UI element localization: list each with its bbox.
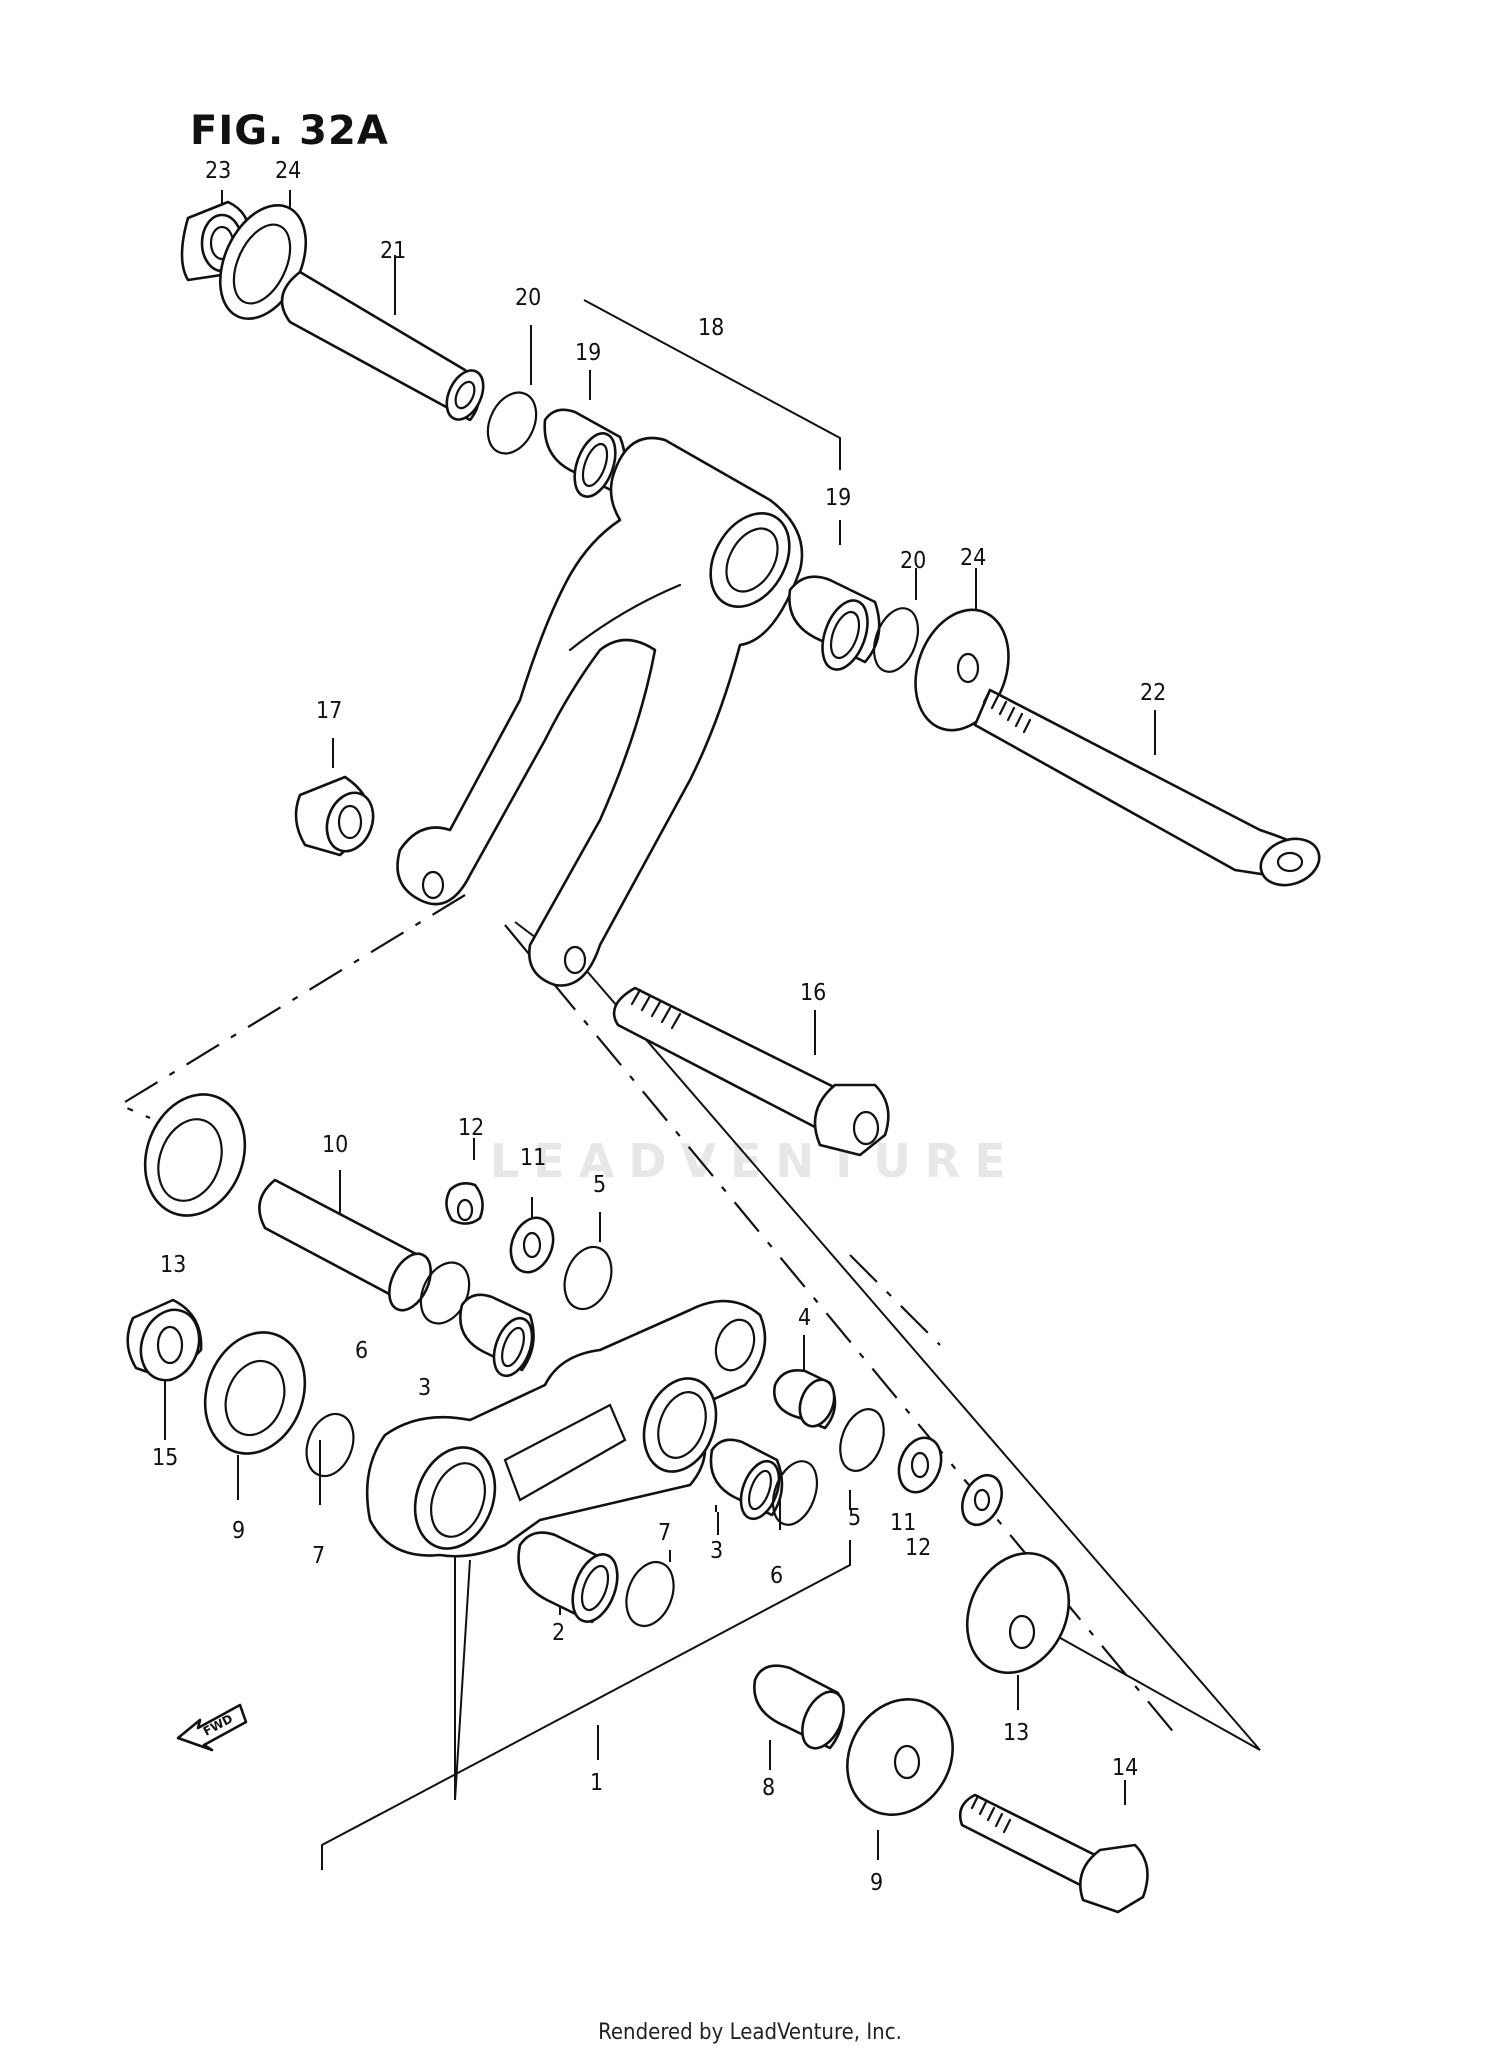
part-3-bearing-lower <box>709 1438 784 1521</box>
callout-3: 3 <box>418 1375 431 1401</box>
figure-title: FIG. 32A <box>190 108 389 154</box>
callout-1: 1 <box>590 1770 603 1796</box>
part-19-bearing-right <box>788 575 881 671</box>
callout-6: 6 <box>770 1563 783 1589</box>
part-6-ring-lower <box>771 1460 819 1526</box>
leader-lines <box>164 190 1261 1870</box>
part-13-washer-right <box>965 1551 1071 1675</box>
callout-5: 5 <box>848 1505 861 1531</box>
callout-7: 7 <box>658 1520 671 1546</box>
fwd-arrow-icon: FWD <box>176 1703 248 1752</box>
part-22-bolt <box>973 688 1321 887</box>
part-20-ring-left <box>486 391 538 455</box>
callout-24: 24 <box>275 158 301 184</box>
part-9-washer-lower <box>846 1698 954 1816</box>
callout-15: 15 <box>152 1445 178 1471</box>
callout-18: 18 <box>698 315 724 341</box>
callout-24: 24 <box>960 545 986 571</box>
callout-5: 5 <box>593 1172 606 1198</box>
part-16-bolt <box>612 986 890 1157</box>
footer-credit: Rendered by LeadVenture, Inc. <box>598 2020 902 2045</box>
callout-22: 22 <box>1140 680 1166 706</box>
callout-10: 10 <box>322 1132 348 1158</box>
callout-19: 19 <box>575 340 601 366</box>
callout-11: 11 <box>890 1510 916 1536</box>
part-5-ring-right <box>839 1408 885 1472</box>
part-12-collar-lower <box>961 1473 1003 1527</box>
callout-13: 13 <box>160 1252 186 1278</box>
callout-14: 14 <box>1112 1755 1138 1781</box>
callout-4: 4 <box>798 1305 811 1331</box>
part-7-ring-lower <box>625 1560 675 1628</box>
part-18-cushion-lever <box>396 436 804 987</box>
part-1-cushion-rod <box>365 1299 767 1558</box>
callout-16: 16 <box>800 980 826 1006</box>
callout-11: 11 <box>520 1145 546 1171</box>
part-8-sleeve <box>753 1664 845 1750</box>
part-20-ring-right <box>872 607 920 673</box>
callout-12: 12 <box>458 1115 484 1141</box>
callout-8: 8 <box>762 1775 775 1801</box>
callout-9: 9 <box>870 1870 883 1896</box>
callout-labels: 23 24 21 20 19 18 19 20 24 22 17 16 12 1… <box>152 158 1166 1896</box>
callout-21: 21 <box>380 238 406 264</box>
part-3-bearing-upper <box>459 1293 535 1378</box>
part-7-ring-left <box>305 1412 355 1478</box>
part-12-collar-upper <box>445 1182 484 1225</box>
callout-7: 7 <box>312 1543 325 1569</box>
callout-12: 12 <box>905 1535 931 1561</box>
part-4-collar <box>773 1369 837 1430</box>
callout-3: 3 <box>710 1538 723 1564</box>
callout-13: 13 <box>1003 1720 1029 1746</box>
part-14-bolt <box>958 1793 1149 1914</box>
watermark-text: LEADVENTURE <box>490 1134 1020 1188</box>
callout-20: 20 <box>515 285 541 311</box>
callout-23: 23 <box>205 158 231 184</box>
part-21-sleeve <box>280 270 485 422</box>
part-11-seal-upper <box>509 1216 555 1274</box>
part-13-washer-left <box>143 1093 247 1217</box>
callout-6: 6 <box>355 1338 368 1364</box>
part-5-ring-upper <box>563 1245 613 1311</box>
part-17-nut <box>294 775 375 857</box>
part-9-washer-left <box>203 1331 307 1455</box>
callout-2: 2 <box>552 1620 565 1646</box>
callout-9: 9 <box>232 1518 245 1544</box>
part-11-seal-lower <box>897 1436 943 1494</box>
part-10-sleeve <box>258 1178 432 1312</box>
callout-20: 20 <box>900 548 926 574</box>
part-2-bearing <box>517 1531 619 1624</box>
callout-17: 17 <box>316 698 342 724</box>
part-15-nut <box>126 1298 203 1382</box>
callout-19: 19 <box>825 485 851 511</box>
